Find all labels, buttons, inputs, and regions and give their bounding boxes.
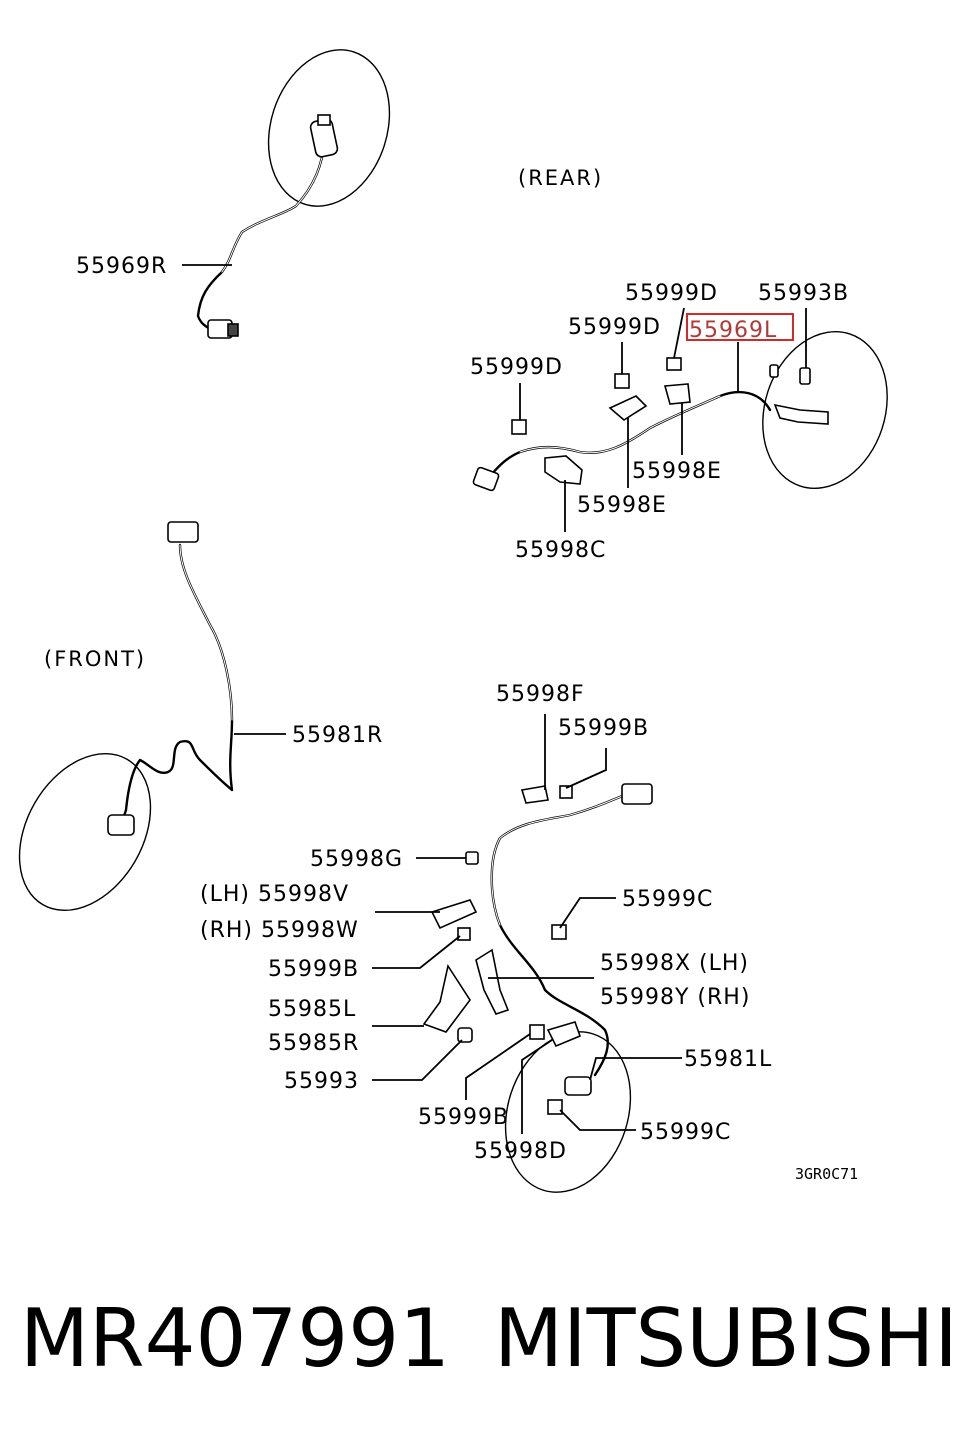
label-55998G: 55998G <box>310 847 403 872</box>
label-55998V: (LH) 55998V <box>200 882 349 907</box>
rear-right-connector-plug <box>227 323 239 337</box>
rear-left-brake-disc <box>762 330 888 490</box>
part-55998G <box>465 851 479 865</box>
front-left-connector <box>621 783 653 805</box>
bolt-55999B-bot <box>529 1024 545 1040</box>
bracket-55998E-left <box>608 395 648 421</box>
label-55998D: 55998D <box>474 1139 567 1164</box>
leader-55999B-bot <box>465 1033 531 1100</box>
label-55999C-top: 55999C <box>622 887 713 912</box>
label-55969R: 55969R <box>76 254 167 279</box>
rear-left-sensor-assembly: 55999D 55993B 55999D 55969L 55999D 55998… <box>470 281 888 563</box>
front-right-sensor-head <box>107 814 135 836</box>
bracket-55998V-55998W <box>430 899 478 930</box>
highlight-box-55969L <box>686 313 794 341</box>
bolt-55999B-top <box>559 785 573 799</box>
label-55999D-left: 55999D <box>470 355 563 380</box>
bolt-55999B-mid <box>457 927 471 941</box>
leader-55999D-top <box>673 307 685 359</box>
bolt-55999D-left <box>511 419 527 435</box>
diagram-code: 3GR0C71 <box>795 1165 858 1183</box>
label-55985L: 55985L <box>268 997 356 1022</box>
front-left-sensor-head <box>564 1076 592 1096</box>
rear-right-brake-disc <box>267 49 391 207</box>
bolt-55999D-top <box>666 357 682 371</box>
label-55998X: 55998X (LH) <box>600 951 749 976</box>
label-55998F: 55998F <box>496 682 585 707</box>
clip-55998F <box>520 785 549 804</box>
bracket-55985L-55985R <box>422 963 471 1033</box>
rear-left-connector <box>472 466 500 492</box>
leader-55999B-top <box>565 748 607 789</box>
front-left-brake-disc <box>504 1031 632 1193</box>
label-55998Y: 55998Y (RH) <box>600 985 750 1010</box>
label-55998C: 55998C <box>515 538 606 563</box>
leader-55999C-top <box>559 897 616 929</box>
leader-55998D <box>521 1039 553 1134</box>
front-right-brake-disc <box>18 752 152 912</box>
label-55999D-mid: 55999D <box>568 315 661 340</box>
front-left-sensor-assembly: 55998F 55999B 55998G (LH) 55998V (RH) 55… <box>200 682 772 1193</box>
label-55998E-right: 55998E <box>632 459 722 484</box>
label-55981R: 55981R <box>292 723 383 748</box>
label-55999D-top: 55999D <box>625 281 718 306</box>
rear-left-sensor-grommet <box>769 364 779 378</box>
label-55999B-top: 55999B <box>558 716 649 741</box>
section-rear: (REAR) <box>518 166 603 190</box>
front-right-sensor-assembly: 55981R <box>18 521 383 912</box>
bolt-55999C-top <box>551 924 567 940</box>
bracket-55998D <box>546 1021 582 1048</box>
rear-right-sensor-assembly: 55969R <box>76 49 391 339</box>
label-55985R: 55985R <box>268 1031 359 1056</box>
leader-55993 <box>372 1039 463 1081</box>
label-55999B-bot: 55999B <box>418 1105 509 1130</box>
bolt-55999D-mid <box>614 373 630 389</box>
footer-brand: MITSUBISHI <box>494 1292 958 1385</box>
leader-55999B-mid <box>372 935 461 969</box>
label-55981L: 55981L <box>684 1047 772 1072</box>
leader-55981L <box>589 1057 682 1081</box>
label-55998W: (RH) 55998W <box>200 918 359 943</box>
bracket-55998C <box>544 455 583 485</box>
label-55969L[interactable]: 55969L <box>689 318 777 343</box>
label-55993: 55993 <box>284 1069 359 1094</box>
bracket-55998X-55998Y <box>475 948 510 1015</box>
rear-right-sensor-tab <box>317 114 331 126</box>
label-55999C-bot: 55999C <box>640 1120 731 1145</box>
front-right-connector <box>167 521 199 543</box>
bolt-55999C-bot <box>547 1099 563 1115</box>
part-55993B <box>799 367 811 385</box>
rear-left-sensor-head <box>773 403 829 425</box>
label-55998E-left: 55998E <box>577 493 667 518</box>
label-55999B-mid: 55999B <box>268 957 359 982</box>
part-55993 <box>457 1027 473 1043</box>
leader-55999C-bot <box>559 1109 636 1131</box>
footer-part-number: MR407991 <box>20 1292 450 1385</box>
label-55993B: 55993B <box>758 281 849 306</box>
section-front: (FRONT) <box>44 647 146 671</box>
bracket-55998E-right <box>663 383 691 405</box>
